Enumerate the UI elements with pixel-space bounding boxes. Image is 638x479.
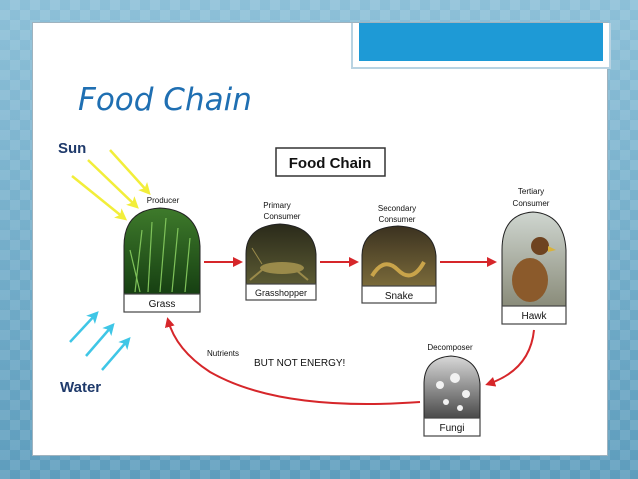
tertiary-role-line1: Tertiary (518, 187, 544, 196)
secondary-role-line1: Secondary (378, 204, 416, 213)
arrow-hawk-to-fungi (485, 329, 535, 387)
snake-icon (370, 260, 426, 278)
arrow-fungi-to-grass (164, 317, 421, 405)
hawk-name: Hawk (521, 311, 547, 322)
producer-role: Producer (147, 196, 180, 205)
hawk-icon (512, 237, 556, 302)
fungi-photo (423, 355, 481, 419)
diagram-heading-box (275, 147, 386, 177)
snake-photo (361, 225, 437, 287)
slide-title: Food Chain (78, 82, 252, 118)
grasshopper-icon (249, 247, 309, 281)
energy-flow-arrows (164, 257, 535, 405)
decomposer-role: Decomposer (427, 343, 473, 352)
energy-note: BUT NOT ENERGY! (254, 358, 345, 369)
grass-photo (123, 207, 201, 296)
grass-name-box (123, 293, 201, 313)
diagram-heading: Food Chain (289, 155, 372, 172)
secondary-role-line2: Consumer (379, 215, 416, 224)
snake-name: Snake (385, 291, 414, 302)
primary-role-line2: Consumer (264, 212, 301, 221)
hawk-name-box (501, 305, 567, 325)
tertiary-role-line2: Consumer (513, 199, 550, 208)
fungi-name: Fungi (439, 423, 464, 434)
sun-label: Sun (58, 140, 86, 157)
grasshopper-name-box (245, 283, 317, 301)
header-accent-tab (351, 23, 611, 69)
primary-role-line1: Primary (263, 201, 291, 210)
water-arrows-icon (69, 311, 131, 371)
nutrients-label: Nutrients (207, 349, 239, 358)
grass-name: Grass (149, 299, 176, 310)
header-accent-bar (359, 23, 603, 61)
fungi-icon (436, 373, 470, 411)
water-label: Water (60, 379, 101, 396)
fungi-name-box (423, 417, 481, 437)
grass-blades-icon (129, 217, 191, 293)
grasshopper-name: Grasshopper (255, 288, 307, 298)
snake-name-box (361, 285, 437, 304)
sun-rays-icon (71, 149, 151, 221)
